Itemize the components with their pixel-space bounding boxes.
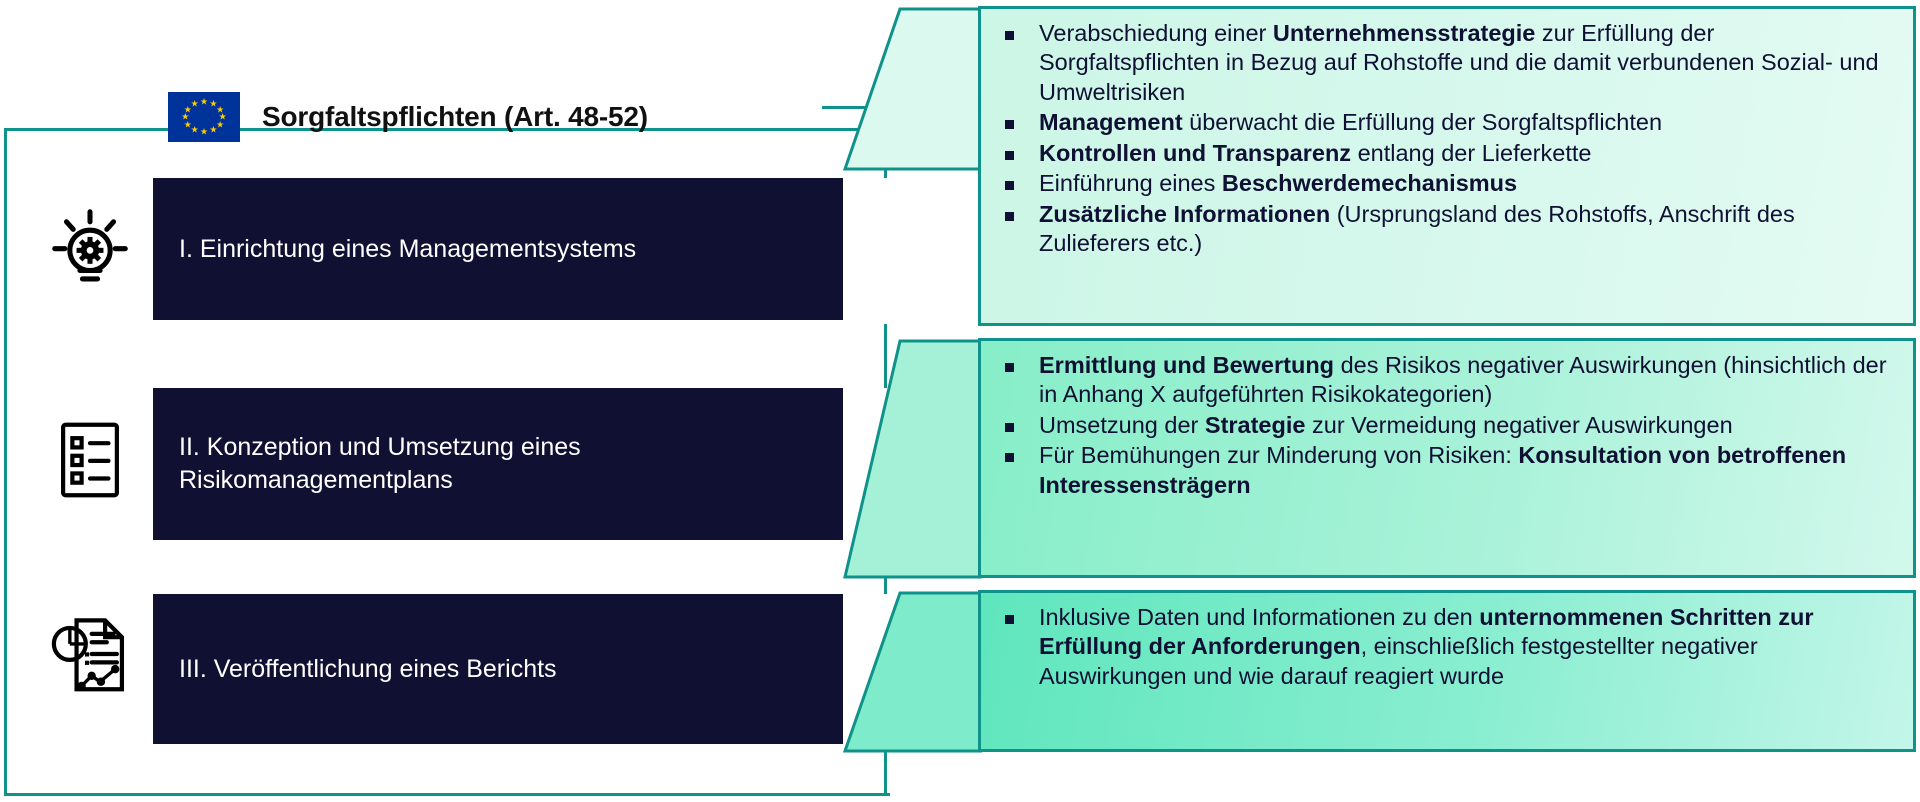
bullet-text-emphasis: unternommenen Schritten zur Erfüllung de…: [1039, 604, 1814, 660]
bullet-text: entlang der Lieferkette: [1351, 139, 1592, 166]
eu-star-icon: ★: [183, 104, 192, 114]
bullet-item: Ermittlung und Bewertung des Risikos neg…: [991, 351, 1897, 410]
eu-star-icon: ★: [216, 104, 225, 114]
bullet-item: Kontrollen und Transparenz entlang der L…: [991, 139, 1897, 168]
eu-star-icon: ★: [199, 96, 209, 107]
bullet-list-1: Verabschiedung einer Unternehmensstrateg…: [991, 19, 1897, 259]
eu-star-icon: ★: [190, 98, 199, 109]
bullet-item: Einführung eines Beschwerdemechanismus: [991, 169, 1897, 198]
bullet-text-emphasis: Konsultation von betroffenen Interessens…: [1039, 442, 1847, 498]
bullet-text-emphasis: Management: [1039, 109, 1183, 136]
bullet-text: (Ursprungsland des Rohstoffs, Anschrift …: [1039, 200, 1795, 257]
bullet-item: Umsetzung der Strategie zur Vermeidung n…: [991, 411, 1897, 440]
bullet-text-emphasis: Beschwerdemechanismus: [1221, 170, 1518, 197]
lightbulb-gear-icon: [48, 205, 132, 289]
bullet-text: des Risikos negativer Auswirkungen (hins…: [1039, 352, 1887, 408]
eu-flag-icon: ★★★★★★★★★★★★: [168, 92, 240, 142]
bullet-text: Verabschiedung einer: [1039, 20, 1273, 46]
bullet-list-2: Ermittlung und Bewertung des Risikos neg…: [991, 351, 1897, 500]
eu-star-icon: ★: [216, 119, 225, 129]
eu-star-icon: ★: [190, 124, 199, 135]
bullet-text-emphasis: Zusätzliche Informationen: [1039, 200, 1331, 227]
wedge-connector-2: [840, 338, 982, 580]
bullet-text: Umsetzung der: [1039, 411, 1205, 438]
eu-star-icon: ★: [181, 111, 190, 122]
bullet-list-3: Inklusive Daten und Informationen zu den…: [991, 603, 1897, 691]
bullet-item: Verabschiedung einer Unternehmensstrateg…: [991, 19, 1897, 107]
bullet-text-emphasis: Strategie: [1204, 411, 1306, 438]
eu-star-icon: ★: [209, 98, 218, 109]
bullet-text: , einschließlich festgestellter negative…: [1039, 633, 1758, 689]
bullet-text-emphasis: Kontrollen und Transparenz: [1039, 139, 1352, 166]
page-title: Sorgfaltspflichten (Art. 48-52): [262, 101, 648, 132]
title-connector-stub: [822, 106, 890, 109]
report-chart-document-icon: [48, 612, 132, 696]
eu-star-icon: ★: [183, 119, 192, 129]
bullet-text: zur Erfüllung der Sorgfaltspflichten in …: [1039, 20, 1879, 105]
callout-panel-3: Inklusive Daten und Informationen zu den…: [978, 590, 1916, 752]
title-connector-drop: [887, 106, 890, 146]
checklist-icon: [48, 418, 132, 502]
step-2-label: II. Konzeption und Umsetzung eines Risik…: [179, 433, 581, 494]
eu-star-icon: ★: [199, 126, 209, 137]
step-box-2[interactable]: II. Konzeption und Umsetzung eines Risik…: [153, 388, 843, 540]
callout-panel-1: Verabschiedung einer Unternehmensstrateg…: [978, 6, 1916, 326]
bullet-text: Einführung eines: [1039, 170, 1222, 197]
bullet-text: zur Vermeidung negativer Auswirkungen: [1305, 411, 1733, 438]
step-1-label: I. Einrichtung eines Managementsystems: [179, 234, 637, 263]
spine-gap-step3: [880, 594, 892, 748]
header: ★★★★★★★★★★★★ Sorgfaltspflichten (Art. 48…: [168, 92, 648, 142]
callout-panel-2: Ermittlung und Bewertung des Risikos neg…: [978, 338, 1916, 578]
bullet-item: Management überwacht die Erfüllung der S…: [991, 108, 1897, 137]
step-box-3[interactable]: III. Veröffentlichung eines Berichts: [153, 594, 843, 744]
bullet-item: Für Bemühungen zur Minderung von Risiken…: [991, 441, 1897, 500]
spine-gap-step2: [880, 388, 892, 544]
bullet-text: überwacht die Erfüllung der Sorgfaltspfl…: [1182, 109, 1663, 136]
bullet-text-emphasis: Ermittlung und Bewertung: [1039, 352, 1335, 378]
spine-gap-step1: [880, 178, 892, 324]
eu-star-icon: ★: [209, 124, 218, 135]
bullet-text-emphasis: Unternehmensstrategie: [1272, 20, 1536, 46]
bullet-item: Inklusive Daten und Informationen zu den…: [991, 603, 1897, 691]
wedge-connector-1: [840, 6, 982, 172]
bullet-text: Inklusive Daten und Informationen zu den: [1039, 604, 1480, 630]
step-3-label: III. Veröffentlichung eines Berichts: [179, 654, 557, 683]
bullet-item: Zusätzliche Informationen (Ursprungsland…: [991, 200, 1897, 259]
step-box-1[interactable]: I. Einrichtung eines Managementsystems: [153, 178, 843, 320]
wedge-connector-3: [840, 590, 982, 754]
bullet-text: Für Bemühungen zur Minderung von Risiken…: [1039, 442, 1519, 469]
eu-star-icon: ★: [218, 111, 227, 122]
